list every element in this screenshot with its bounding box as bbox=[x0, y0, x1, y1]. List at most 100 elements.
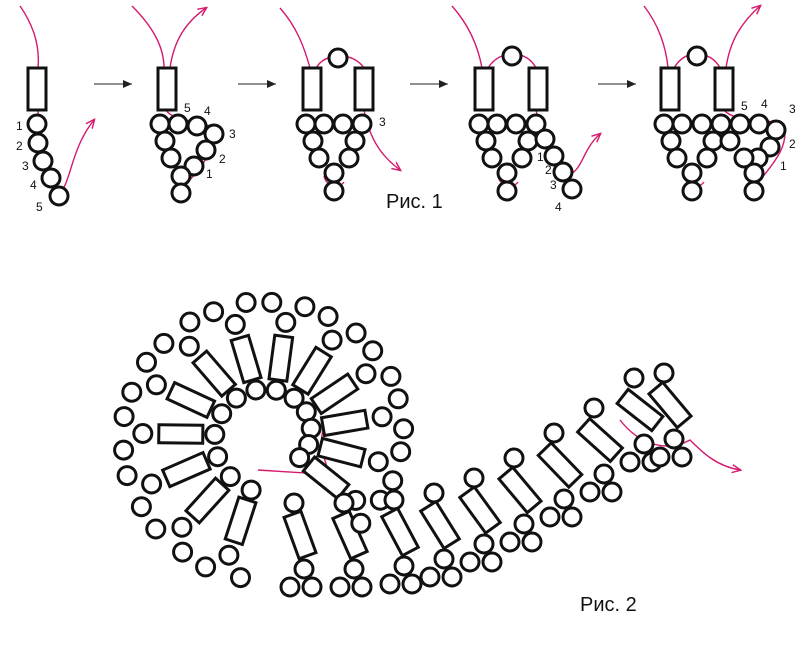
bead-number: 4 bbox=[204, 104, 211, 118]
seed-bead bbox=[387, 388, 409, 410]
seed-bead bbox=[321, 329, 343, 351]
bugle-bead bbox=[165, 380, 217, 420]
seed-bead bbox=[308, 147, 330, 169]
seed-bead bbox=[293, 558, 315, 580]
seed-bead bbox=[179, 311, 201, 333]
seed-bead bbox=[32, 150, 54, 172]
seed-bead bbox=[145, 518, 167, 540]
seed-bead bbox=[121, 381, 143, 403]
bugle-bead bbox=[223, 495, 258, 547]
seed-bead bbox=[633, 433, 655, 455]
seed-bead bbox=[601, 481, 623, 503]
seed-bead bbox=[245, 379, 267, 401]
seed-bead bbox=[521, 531, 543, 553]
seed-bead bbox=[261, 291, 283, 313]
bugle-bead bbox=[536, 440, 584, 490]
seed-bead bbox=[710, 113, 732, 135]
seed-bead bbox=[167, 113, 189, 135]
fig1-step-3: 3 bbox=[279, 7, 400, 202]
bugle-bead bbox=[301, 66, 323, 112]
seed-bead bbox=[289, 447, 311, 469]
seed-bead bbox=[224, 313, 246, 335]
seed-bead bbox=[323, 180, 345, 202]
seed-bead bbox=[553, 488, 575, 510]
bugle-bead bbox=[713, 66, 735, 112]
seed-bead bbox=[393, 418, 415, 440]
seed-bead bbox=[367, 451, 389, 473]
seed-bead bbox=[186, 115, 208, 137]
seed-bead bbox=[355, 363, 377, 385]
seed-bead bbox=[351, 576, 373, 598]
seed-bead bbox=[207, 446, 229, 468]
bead-number: 3 bbox=[789, 102, 796, 116]
bead-number: 1 bbox=[16, 119, 23, 133]
seed-bead bbox=[623, 367, 645, 389]
seed-bead bbox=[382, 470, 404, 492]
bugle-bead bbox=[319, 408, 370, 438]
bugle-bead bbox=[301, 454, 351, 501]
seed-bead bbox=[225, 387, 247, 409]
seed-bead bbox=[696, 147, 718, 169]
seed-bead bbox=[362, 340, 384, 362]
thread-path bbox=[643, 5, 669, 69]
seed-bead bbox=[486, 113, 508, 135]
bugle-bead bbox=[190, 348, 238, 399]
seed-bead bbox=[294, 296, 316, 318]
seed-bead bbox=[116, 465, 138, 487]
bugle-bead bbox=[26, 66, 48, 112]
seed-bead bbox=[40, 167, 62, 189]
seed-bead bbox=[383, 489, 405, 511]
thread-path bbox=[451, 5, 483, 69]
seed-bead bbox=[666, 147, 688, 169]
seed-bead bbox=[275, 311, 297, 333]
bugle-bead bbox=[183, 476, 231, 525]
seed-bead bbox=[149, 113, 171, 135]
seed-bead bbox=[323, 162, 345, 184]
bugle-bead bbox=[282, 509, 318, 561]
seed-bead bbox=[459, 551, 481, 573]
bead-number: 5 bbox=[184, 101, 191, 115]
seed-bead bbox=[543, 422, 565, 444]
seed-bead bbox=[329, 576, 351, 598]
seed-bead bbox=[419, 566, 441, 588]
seed-bead bbox=[171, 516, 193, 538]
seed-bead bbox=[265, 379, 287, 401]
seed-bead bbox=[660, 130, 682, 152]
bugle-bead bbox=[457, 484, 503, 536]
seed-bead bbox=[401, 573, 423, 595]
seed-bead bbox=[691, 113, 713, 135]
thread-path bbox=[169, 8, 206, 69]
seed-bead bbox=[473, 533, 495, 555]
seed-bead bbox=[211, 403, 233, 425]
figure-2-caption: Рис. 2 bbox=[580, 594, 637, 616]
seed-bead bbox=[579, 481, 601, 503]
seed-bead bbox=[204, 423, 226, 445]
bugle-bead bbox=[496, 465, 544, 515]
bead-number: 5 bbox=[741, 99, 748, 113]
seed-bead bbox=[501, 45, 523, 67]
thread-path bbox=[131, 5, 165, 69]
seed-bead bbox=[719, 130, 741, 152]
seed-bead bbox=[154, 130, 176, 152]
bead-number: 3 bbox=[550, 178, 557, 192]
seed-bead bbox=[302, 130, 324, 152]
seed-bead bbox=[653, 362, 675, 384]
seed-bead bbox=[332, 113, 354, 135]
seed-bead bbox=[463, 467, 485, 489]
bugle-bead bbox=[659, 66, 681, 112]
bugle-bead bbox=[353, 66, 375, 112]
bugle-bead bbox=[267, 333, 295, 383]
fig1-step-1: 1 2 3 4 5 bbox=[16, 5, 94, 214]
seed-bead bbox=[423, 482, 445, 504]
seed-bead bbox=[393, 555, 415, 577]
seed-bead bbox=[481, 551, 503, 573]
seed-bead bbox=[343, 558, 365, 580]
seed-bead bbox=[136, 351, 157, 373]
bead-number: 4 bbox=[761, 97, 768, 111]
bugle-bead bbox=[156, 66, 178, 112]
seed-bead bbox=[230, 567, 251, 589]
seed-bead bbox=[748, 113, 770, 135]
seed-bead bbox=[729, 113, 751, 135]
seed-bead bbox=[511, 147, 533, 169]
seed-bead bbox=[145, 374, 167, 396]
